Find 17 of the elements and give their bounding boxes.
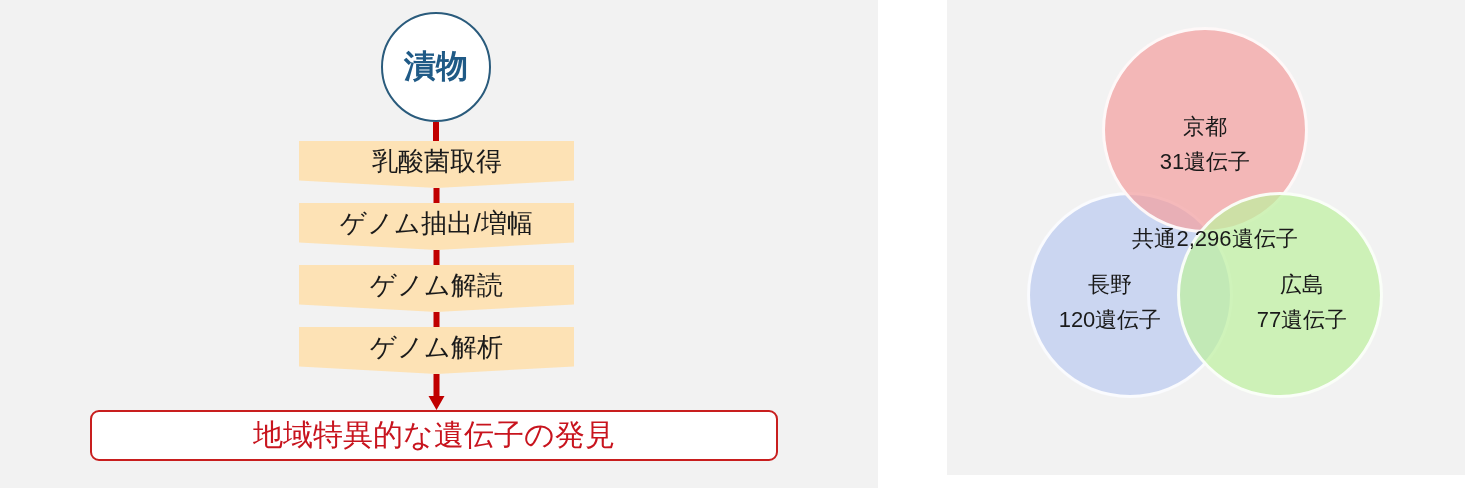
gene-count: 120遺伝子 <box>1058 307 1162 333</box>
connector-line <box>433 312 440 327</box>
region-name: 京都 <box>1183 114 1227 140</box>
gene-count: 77遺伝子 <box>1256 307 1348 333</box>
result-box: 地域特異的な遺伝子の発見 <box>90 410 778 461</box>
connector-line <box>433 122 439 141</box>
gene-count: 31遺伝子 <box>1159 149 1251 175</box>
region-name: 長野 <box>1088 272 1132 298</box>
region-name: 広島 <box>1280 272 1324 298</box>
process-step: ゲノム解読 <box>299 265 574 312</box>
process-step: ゲノム解析 <box>299 327 574 374</box>
process-step: 乳酸菌取得 <box>299 141 574 188</box>
arrow <box>428 374 445 410</box>
overlap-label: 共通2,296遺伝子 <box>1132 226 1298 252</box>
connector-line <box>433 250 440 265</box>
process-step: ゲノム抽出/増幅 <box>299 203 574 250</box>
connector-line <box>433 188 440 203</box>
